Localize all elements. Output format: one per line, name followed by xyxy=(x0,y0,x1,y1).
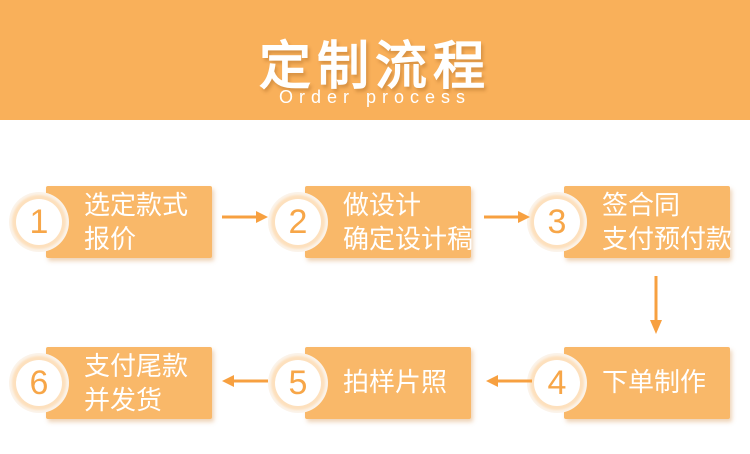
step-2-line-1: 做设计 xyxy=(343,191,422,221)
step-6-line-1: 支付尾款 xyxy=(84,352,189,382)
step-2-line-2: 确定设计稿 xyxy=(343,225,474,255)
step-5: 拍样片照 5 xyxy=(275,344,485,420)
step-6-line-2: 并发货 xyxy=(84,386,163,416)
step-5-box: 拍样片照 xyxy=(305,347,471,419)
step-1-line-1: 选定款式 xyxy=(84,191,189,221)
arrow-left-icon xyxy=(486,375,532,387)
arrow-right-icon xyxy=(222,211,268,223)
step-1-number: 1 xyxy=(16,199,62,245)
step-3-line-1: 签合同 xyxy=(602,191,681,221)
step-3: 签合同 支付预付款 3 xyxy=(534,183,744,259)
arrow-down-icon xyxy=(650,276,662,334)
step-1-box: 选定款式 报价 xyxy=(46,186,212,258)
step-6-box: 支付尾款 并发货 xyxy=(46,347,212,419)
step-1-line-2: 报价 xyxy=(84,225,137,255)
step-3-box: 签合同 支付预付款 xyxy=(564,186,733,258)
arrow-left-icon xyxy=(222,375,268,387)
step-1: 选定款式 报价 1 xyxy=(16,183,226,259)
step-3-line-2: 支付预付款 xyxy=(602,225,733,255)
step-4-number: 4 xyxy=(534,360,580,406)
header-banner: 定制流程 Order process xyxy=(0,0,750,120)
step-2: 做设计 确定设计稿 2 xyxy=(275,183,485,259)
step-3-number: 3 xyxy=(534,199,580,245)
step-6-number: 6 xyxy=(16,360,62,406)
step-4-box: 下单制作 xyxy=(564,347,730,419)
step-5-line-1: 拍样片照 xyxy=(343,368,448,398)
step-2-box: 做设计 确定设计稿 xyxy=(305,186,474,258)
step-2-number: 2 xyxy=(275,199,321,245)
page-title: 定制流程 xyxy=(258,37,491,97)
step-6: 支付尾款 并发货 6 xyxy=(16,344,226,420)
step-4: 下单制作 4 xyxy=(534,344,744,420)
arrow-right-icon xyxy=(484,211,530,223)
step-5-number: 5 xyxy=(275,360,321,406)
step-4-line-1: 下单制作 xyxy=(602,368,707,398)
page-subtitle: Order process xyxy=(278,87,472,107)
